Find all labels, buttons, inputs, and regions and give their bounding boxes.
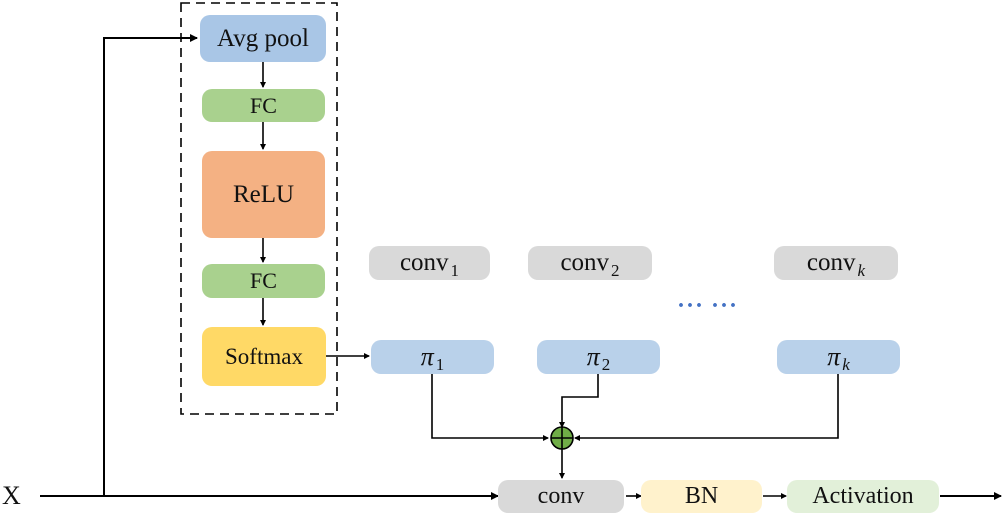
kernel-1-sub: 1: [450, 261, 460, 280]
weight-2-symbol: π: [586, 342, 600, 371]
weight-k-sub: k: [842, 355, 850, 374]
conv-node: conv: [498, 480, 624, 513]
weight-1-sub: 1: [435, 355, 445, 374]
avg-pool-node: Avg pool: [200, 15, 326, 62]
conv-label: conv: [537, 483, 585, 509]
activation-label: Activation: [812, 483, 914, 509]
kernel-1-base: conv: [399, 249, 449, 276]
sum-node: [550, 426, 574, 450]
weight-2-sub: 2: [601, 355, 611, 374]
input-label: X: [2, 481, 21, 510]
fc2-node: FC: [202, 264, 325, 298]
kernel-2-sub: 2: [611, 261, 620, 280]
softmax-label: Softmax: [225, 343, 303, 369]
bn-node: BN: [641, 480, 762, 513]
fc1-label: FC: [250, 92, 277, 118]
relu-node: ReLU: [202, 151, 325, 238]
avg-pool-label: Avg pool: [217, 24, 309, 52]
line-pi1-sum: [431, 374, 549, 441]
fc2-label: FC: [250, 268, 277, 293]
softmax-node: Softmax: [202, 327, 326, 386]
line-pi2-sum: [559, 374, 599, 428]
kernel-2-base: conv: [560, 249, 610, 276]
kernel-k-base: conv: [806, 249, 856, 276]
line-pik-sum: [574, 374, 839, 441]
attention-dashed-box: [180, 2, 338, 415]
bn-label: BN: [684, 483, 719, 509]
fc1-node: FC: [202, 89, 325, 122]
weight-k-symbol: π: [827, 342, 841, 371]
ellipsis: ··· ···: [677, 293, 739, 319]
relu-label: ReLU: [232, 180, 295, 208]
branch-to-avgpool: [103, 34, 198, 496]
kernel-k-sub: k: [857, 261, 866, 280]
activation-node: Activation: [787, 480, 939, 513]
weight-1-symbol: π: [420, 342, 434, 371]
